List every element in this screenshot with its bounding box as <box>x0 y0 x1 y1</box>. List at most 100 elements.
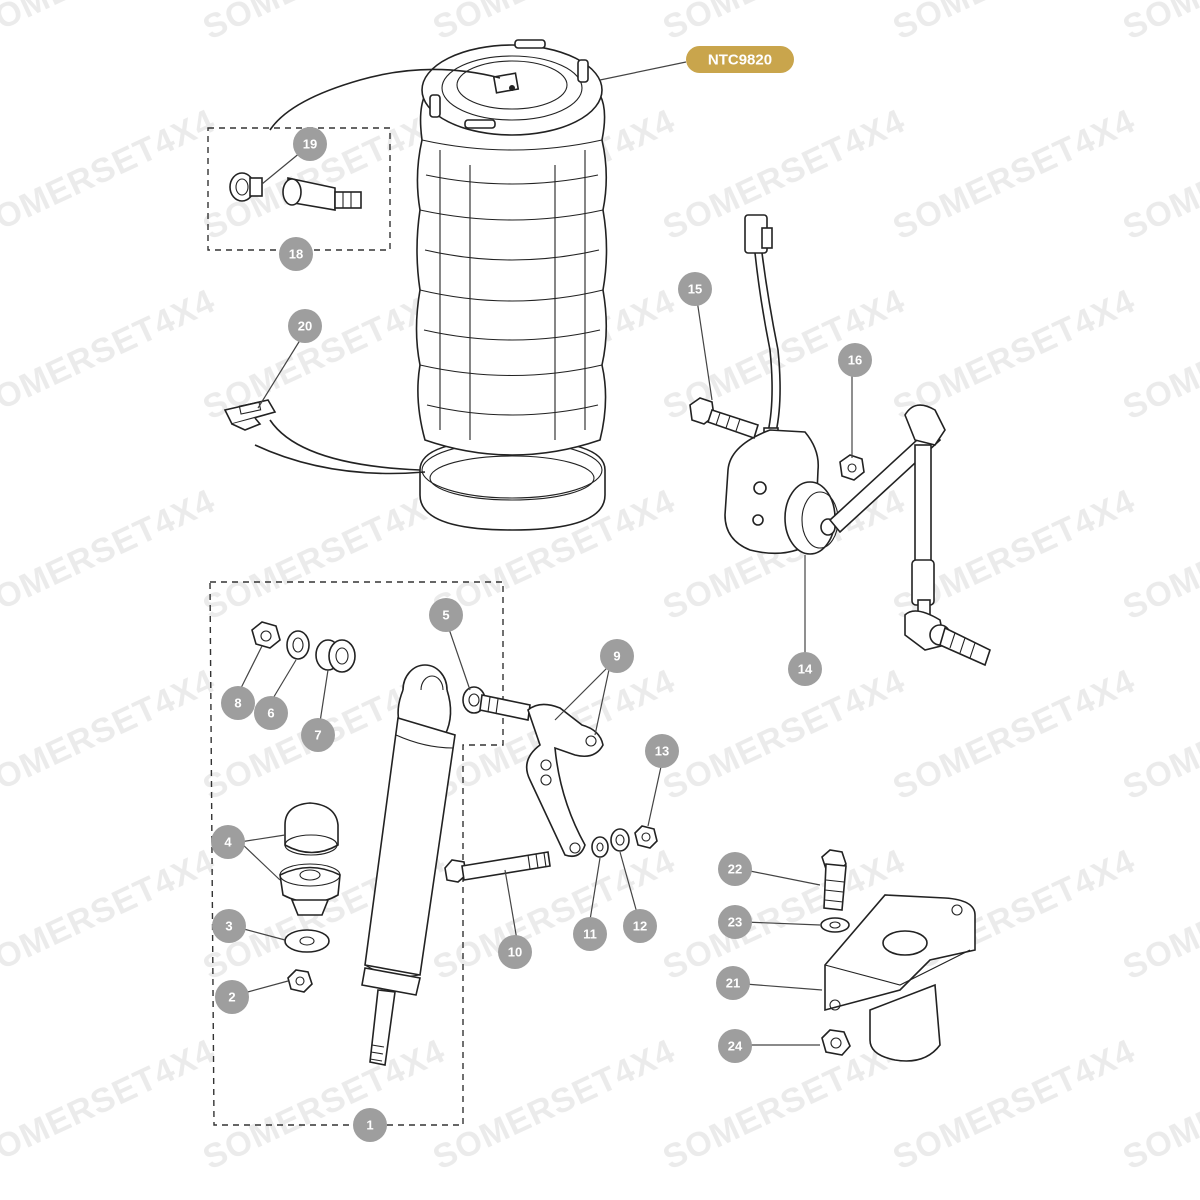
air-spring <box>254 39 608 531</box>
callout-number: 18 <box>289 247 303 262</box>
watermark-text: SOMERSET4X4 <box>0 0 221 47</box>
callout-circle <box>279 237 313 271</box>
callout-4[interactable]: 4 <box>211 825 245 859</box>
callout-5[interactable]: 5 <box>429 598 463 632</box>
watermark-text: SOMERSET4X4 <box>427 1032 681 1177</box>
callout-circle <box>678 272 712 306</box>
callout-circle <box>293 127 327 161</box>
callout-2[interactable]: 2 <box>215 980 249 1014</box>
watermark-text: SOMERSET4X4 <box>427 0 681 47</box>
callout-number: 5 <box>442 608 449 623</box>
callout-number: 21 <box>726 976 740 991</box>
callout-circle <box>254 696 288 730</box>
callout-9[interactable]: 9 <box>600 639 634 673</box>
callout-14[interactable]: 14 <box>788 652 822 686</box>
watermark-text: SOMERSET4X4 <box>197 282 451 427</box>
callout-12[interactable]: 12 <box>623 909 657 943</box>
callout-3[interactable]: 3 <box>212 909 246 943</box>
callout-circle <box>221 686 255 720</box>
watermark-text: SOMERSET4X4 <box>197 1032 451 1177</box>
callout-circle <box>573 917 607 951</box>
link-arm <box>444 686 658 883</box>
watermark-text: SOMERSET4X4 <box>0 842 221 987</box>
callout-number: 11 <box>583 927 597 942</box>
callout-circle <box>215 980 249 1014</box>
watermark-text: SOMERSET4X4 <box>657 1032 911 1177</box>
watermark-text: SOMERSET4X4 <box>1117 0 1200 47</box>
callout-number: 12 <box>633 919 647 934</box>
watermark-text: SOMERSET4X4 <box>657 102 911 247</box>
shock-absorber <box>251 621 456 1066</box>
callout-circle <box>788 652 822 686</box>
callout-23[interactable]: 23 <box>718 905 752 939</box>
callout-19[interactable]: 19 <box>293 127 327 161</box>
callout-number: 2 <box>228 990 235 1005</box>
callout-number: 24 <box>728 1039 743 1054</box>
callout-number: 10 <box>508 945 522 960</box>
fitting-kit-outline <box>207 127 391 251</box>
callout-number: 15 <box>688 282 702 297</box>
callout-circle <box>623 909 657 943</box>
callout-circle <box>718 1029 752 1063</box>
callout-circle <box>429 598 463 632</box>
callout-7[interactable]: 7 <box>301 718 335 752</box>
watermark-text: SOMERSET4X4 <box>0 102 221 247</box>
callout-circle <box>211 825 245 859</box>
leader-lines <box>239 61 853 1046</box>
callout-16[interactable]: 16 <box>838 343 872 377</box>
callout-number: 3 <box>225 919 232 934</box>
callout-13[interactable]: 13 <box>645 734 679 768</box>
callout-circle <box>645 734 679 768</box>
callout-circle <box>288 309 322 343</box>
callout-circle <box>718 905 752 939</box>
part-number-tag[interactable]: NTC9820 <box>686 46 794 73</box>
callout-circle <box>718 852 752 886</box>
callout-number: 23 <box>728 915 742 930</box>
watermark-text: SOMERSET4X4 <box>657 0 911 47</box>
callout-number: 13 <box>655 744 669 759</box>
callout-22[interactable]: 22 <box>718 852 752 886</box>
callout-20[interactable]: 20 <box>288 309 322 343</box>
callout-circle <box>498 935 532 969</box>
callout-number: 6 <box>267 706 274 721</box>
callout-number: 7 <box>314 728 321 743</box>
callout-24[interactable]: 24 <box>718 1029 752 1063</box>
height-sensor <box>689 214 991 667</box>
callout-number: 14 <box>798 662 813 677</box>
callout-10[interactable]: 10 <box>498 935 532 969</box>
callout-circle <box>716 966 750 1000</box>
mounting-bracket <box>820 849 976 1062</box>
watermark-text: SOMERSET4X4 <box>0 482 221 627</box>
callout-circle <box>838 343 872 377</box>
watermark-text: SOMERSET4X4 <box>197 482 451 627</box>
watermark-text: SOMERSET4X4 <box>887 0 1141 47</box>
callout-11[interactable]: 11 <box>573 917 607 951</box>
callout-18[interactable]: 18 <box>279 237 313 271</box>
callout-15[interactable]: 15 <box>678 272 712 306</box>
callout-21[interactable]: 21 <box>716 966 750 1000</box>
callout-circle <box>301 718 335 752</box>
watermark-text: SOMERSET4X4 <box>0 1032 221 1177</box>
callout-circle <box>353 1108 387 1142</box>
callout-number: 16 <box>848 353 862 368</box>
callout-circle <box>212 909 246 943</box>
callout-circle <box>600 639 634 673</box>
pipe-fittings <box>229 172 362 211</box>
watermark-text: SOMERSET4X4 <box>887 102 1141 247</box>
callout-number: 4 <box>224 835 232 850</box>
callout-number: 22 <box>728 862 742 877</box>
callout-8[interactable]: 8 <box>221 686 255 720</box>
damper-kit-outline <box>209 581 504 1126</box>
watermark-text: SOMERSET4X4 <box>887 662 1141 807</box>
watermark-text: SOMERSET4X4 <box>0 282 221 427</box>
callout-6[interactable]: 6 <box>254 696 288 730</box>
watermark-text: SOMERSET4X4 <box>657 662 911 807</box>
callout-number: 8 <box>234 696 241 711</box>
watermark-text: SOMERSET4X4 <box>197 0 451 47</box>
callout-1[interactable]: 1 <box>353 1108 387 1142</box>
part-number-label: NTC9820 <box>708 52 772 69</box>
callout-number: 20 <box>298 319 312 334</box>
